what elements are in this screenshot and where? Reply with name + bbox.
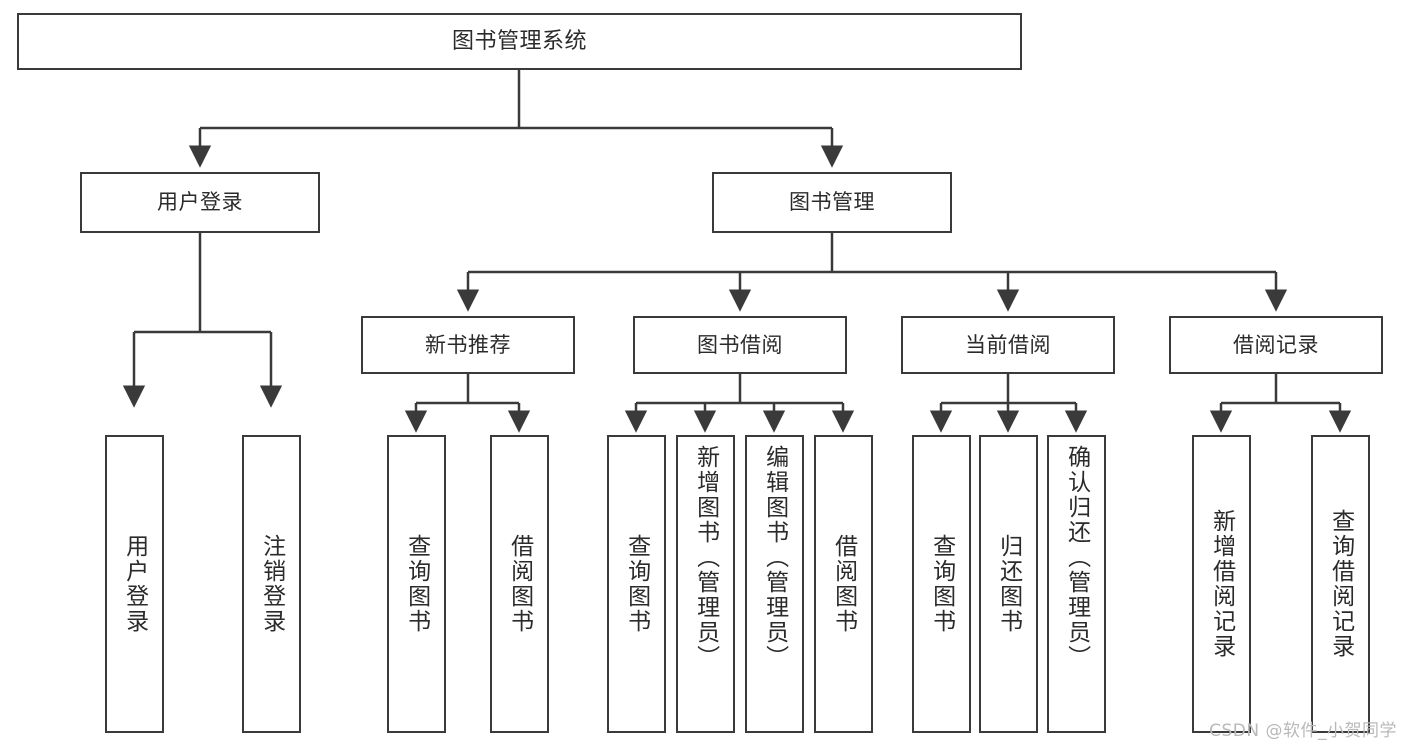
- node-label: 当前借阅: [965, 332, 1051, 357]
- leaf-book-borrow-borrow[interactable]: 借阅图书: [814, 435, 873, 733]
- node-label: 编辑图书（管理员）: [761, 445, 788, 670]
- leaf-book-borrow-edit-admin[interactable]: 编辑图书（管理员）: [745, 435, 804, 733]
- node-book-borrow[interactable]: 图书借阅: [633, 316, 847, 374]
- node-label: 借阅图书: [506, 534, 533, 634]
- leaf-current-borrow-confirm-admin[interactable]: 确认归还（管理员）: [1047, 435, 1106, 733]
- node-label: 新增借阅记录: [1208, 509, 1235, 659]
- node-label: 归还图书: [995, 534, 1022, 634]
- node-book-management[interactable]: 图书管理: [712, 172, 952, 233]
- node-label: 图书借阅: [697, 332, 783, 357]
- node-label: 新增图书（管理员）: [692, 445, 719, 670]
- node-label: 查询借阅记录: [1327, 509, 1354, 659]
- leaf-new-books-query[interactable]: 查询图书: [387, 435, 446, 733]
- node-label: 图书管理系统: [451, 28, 587, 54]
- node-label: 确认归还（管理员）: [1063, 445, 1090, 670]
- leaf-book-borrow-add-admin[interactable]: 新增图书（管理员）: [676, 435, 735, 733]
- leaf-current-borrow-query[interactable]: 查询图书: [912, 435, 971, 733]
- leaf-user-login-signout[interactable]: 注销登录: [242, 435, 301, 733]
- node-label: 用户登录: [121, 534, 148, 634]
- leaf-records-add[interactable]: 新增借阅记录: [1192, 435, 1251, 733]
- leaf-book-borrow-query[interactable]: 查询图书: [607, 435, 666, 733]
- leaf-records-query[interactable]: 查询借阅记录: [1311, 435, 1370, 733]
- node-label: 注销登录: [258, 534, 285, 634]
- node-label: 图书管理: [789, 190, 875, 215]
- node-label: 借阅图书: [830, 534, 857, 634]
- node-label: 新书推荐: [425, 332, 511, 357]
- node-label: 查询图书: [403, 534, 430, 634]
- leaf-current-borrow-return[interactable]: 归还图书: [979, 435, 1038, 733]
- node-label: 查询图书: [623, 534, 650, 634]
- csdn-watermark: CSDN @软件_小贺同学: [1209, 721, 1397, 741]
- node-user-login[interactable]: 用户登录: [80, 172, 320, 233]
- node-new-book-recommend[interactable]: 新书推荐: [361, 316, 575, 374]
- node-borrow-records[interactable]: 借阅记录: [1169, 316, 1383, 374]
- node-label: 借阅记录: [1233, 332, 1319, 357]
- node-root-library-system[interactable]: 图书管理系统: [17, 13, 1022, 70]
- leaf-user-login-signin[interactable]: 用户登录: [105, 435, 164, 733]
- leaf-new-books-borrow[interactable]: 借阅图书: [490, 435, 549, 733]
- node-label: 用户登录: [157, 190, 243, 215]
- node-current-borrow[interactable]: 当前借阅: [901, 316, 1115, 374]
- node-label: 查询图书: [928, 534, 955, 634]
